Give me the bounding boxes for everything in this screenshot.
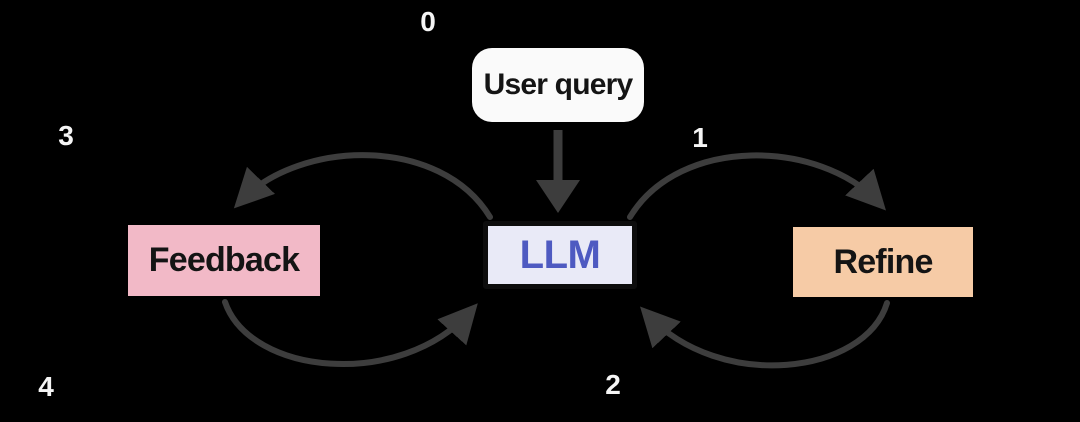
step-label-0: 0	[420, 6, 436, 37]
arrow-llm-to-refine	[627, 152, 887, 220]
arrow-llm-to-feedback	[233, 152, 493, 220]
arrow-refine-to-llm	[639, 300, 890, 369]
node-refine-label: Refine	[833, 242, 933, 281]
node-refine: Refine	[793, 227, 973, 297]
arrow-query-to-llm-head	[536, 180, 580, 213]
node-user-query-label: User query	[483, 68, 634, 101]
node-feedback-label: Feedback	[148, 241, 300, 279]
node-llm: LLM	[483, 221, 637, 289]
node-feedback: Feedback	[128, 225, 320, 296]
arrow-feedback-to-llm	[222, 299, 478, 367]
step-label-1: 1	[692, 122, 708, 153]
node-llm-label: LLM	[519, 232, 601, 277]
node-user-query: User query	[472, 48, 644, 122]
step-label-2: 2	[605, 369, 621, 400]
step-label-4: 4	[38, 371, 54, 402]
step-label-3: 3	[58, 120, 74, 151]
